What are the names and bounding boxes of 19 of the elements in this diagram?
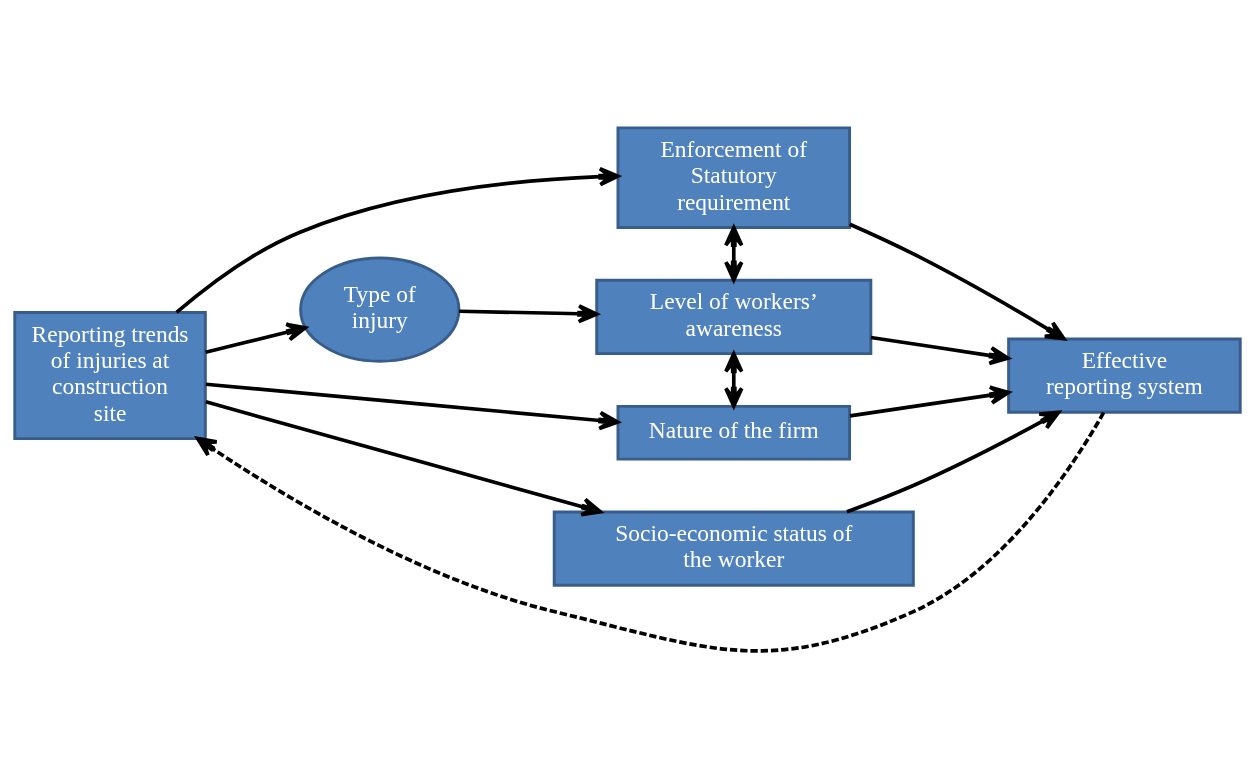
- arrow: [724, 225, 744, 282]
- arrow: [195, 411, 1106, 653]
- node-box: Enforcement of Statutory requirement: [616, 126, 852, 229]
- arrow: [724, 352, 744, 408]
- arrow: [175, 166, 620, 314]
- arrow: [205, 322, 308, 355]
- arrow: [459, 304, 599, 324]
- node-box: Socio-economic status of the worker: [552, 510, 915, 587]
- node-box: Effective reporting system: [1007, 337, 1242, 414]
- node-box: Level of workers’ awareness: [595, 278, 873, 356]
- arrow: [849, 222, 1066, 341]
- node-box: Reporting trends of injuries at construction site: [13, 311, 207, 441]
- arrow: [205, 382, 620, 431]
- arrow: [205, 400, 603, 517]
- node-ellipse: Type of injury: [299, 256, 461, 363]
- arrow: [846, 410, 1061, 514]
- node-box: Nature of the firm: [616, 404, 852, 461]
- arrow: [870, 335, 1010, 366]
- arrow: [849, 385, 1011, 418]
